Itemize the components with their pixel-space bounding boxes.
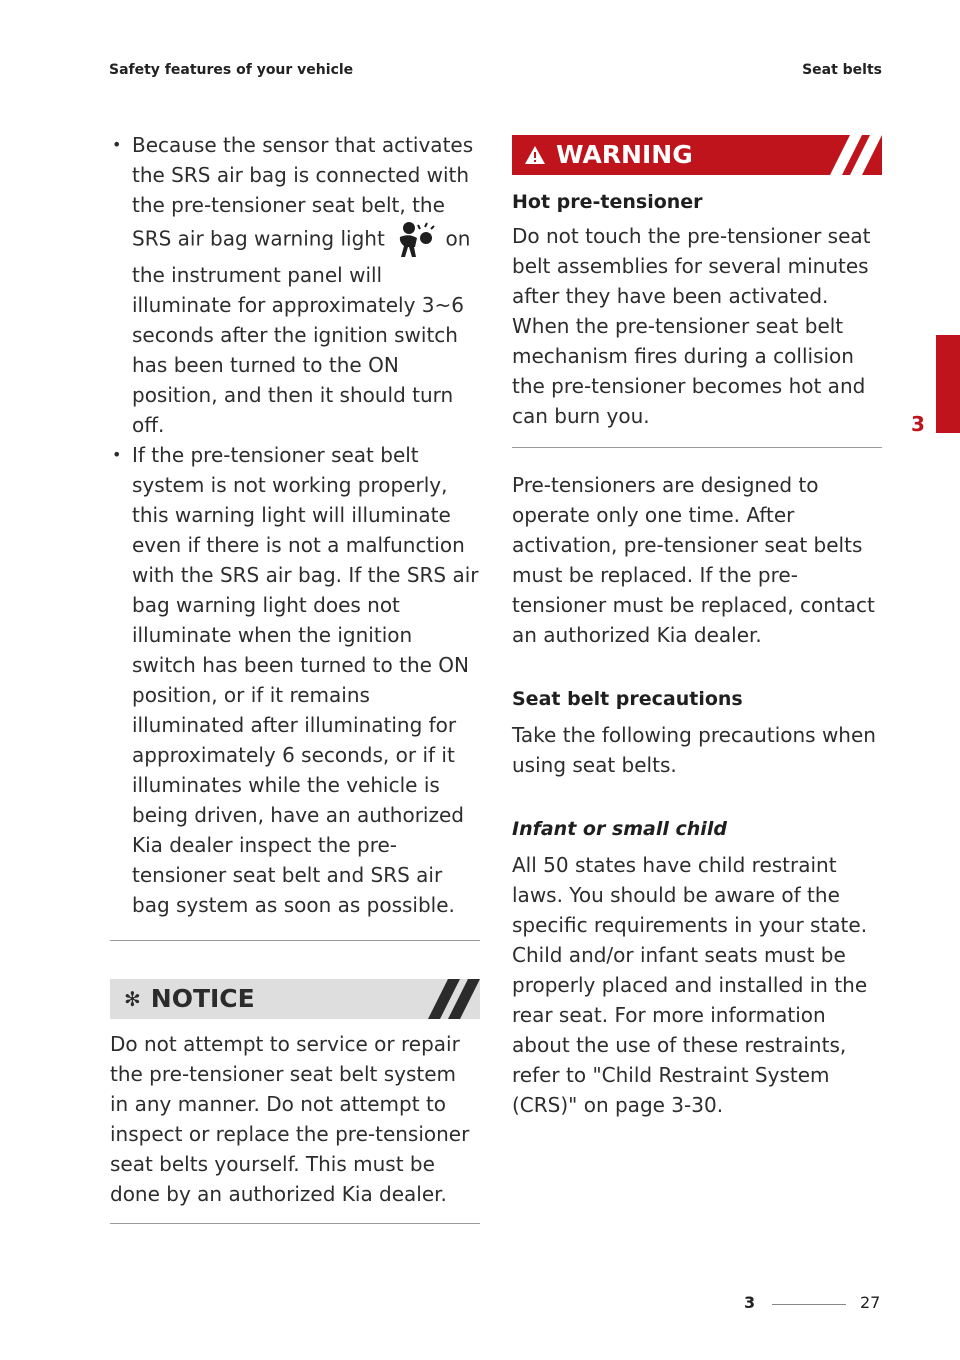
warning-body: Do not touch the pre-tensioner seat belt…	[512, 224, 871, 428]
chapter-tab	[936, 335, 960, 433]
running-header-section: Safety features of your vehicle	[109, 62, 354, 78]
section-heading: Seat belt precautions	[512, 688, 743, 710]
footer-divider	[772, 1304, 846, 1305]
divider	[512, 447, 882, 448]
warning-title: WARNING	[556, 140, 693, 169]
bullet-text-part1: Because the sensor that activates the SR…	[132, 133, 474, 251]
chapter-tab-number: 3	[911, 412, 925, 436]
left-column: Because the sensor that activates the SR…	[110, 130, 480, 1224]
footer-chapter: 3	[744, 1293, 756, 1312]
subheading: Infant or small child	[512, 818, 727, 840]
list-item: Because the sensor that activates the SR…	[110, 130, 480, 440]
warning-heading: Hot pre-tensioner	[512, 191, 703, 213]
bullet-list: Because the sensor that activates the SR…	[110, 130, 480, 920]
stripes-decoration	[830, 135, 882, 175]
bullet-text-part2: on the instrument panel will illuminate …	[132, 226, 471, 438]
right-column: WARNING Hot pre-tensioner Do not touch t…	[512, 130, 882, 1120]
notice-body: Do not attempt to service or repair the …	[110, 1032, 470, 1206]
list-item: If the pre-tensioner seat belt system is…	[110, 440, 480, 920]
divider	[110, 1223, 480, 1224]
warning-triangle-icon	[525, 146, 545, 164]
paragraph: Pre-tensioners are designed to operate o…	[512, 473, 875, 647]
divider	[110, 940, 480, 941]
bullet-text: If the pre-tensioner seat belt system is…	[132, 443, 479, 917]
paragraph: All 50 states have child restraint laws.…	[512, 853, 868, 1117]
warning-banner: WARNING	[512, 135, 882, 175]
page-number: 27	[860, 1293, 881, 1312]
paragraph: Take the following precautions when usin…	[512, 723, 876, 777]
notice-title: NOTICE	[150, 984, 255, 1013]
stripes-decoration	[428, 979, 480, 1019]
running-header-topic: Seat belts	[802, 62, 882, 78]
asterisk-icon: ✻	[124, 987, 141, 1011]
notice-banner: ✻ NOTICE	[110, 979, 480, 1019]
airbag-warning-light-icon	[400, 222, 435, 257]
